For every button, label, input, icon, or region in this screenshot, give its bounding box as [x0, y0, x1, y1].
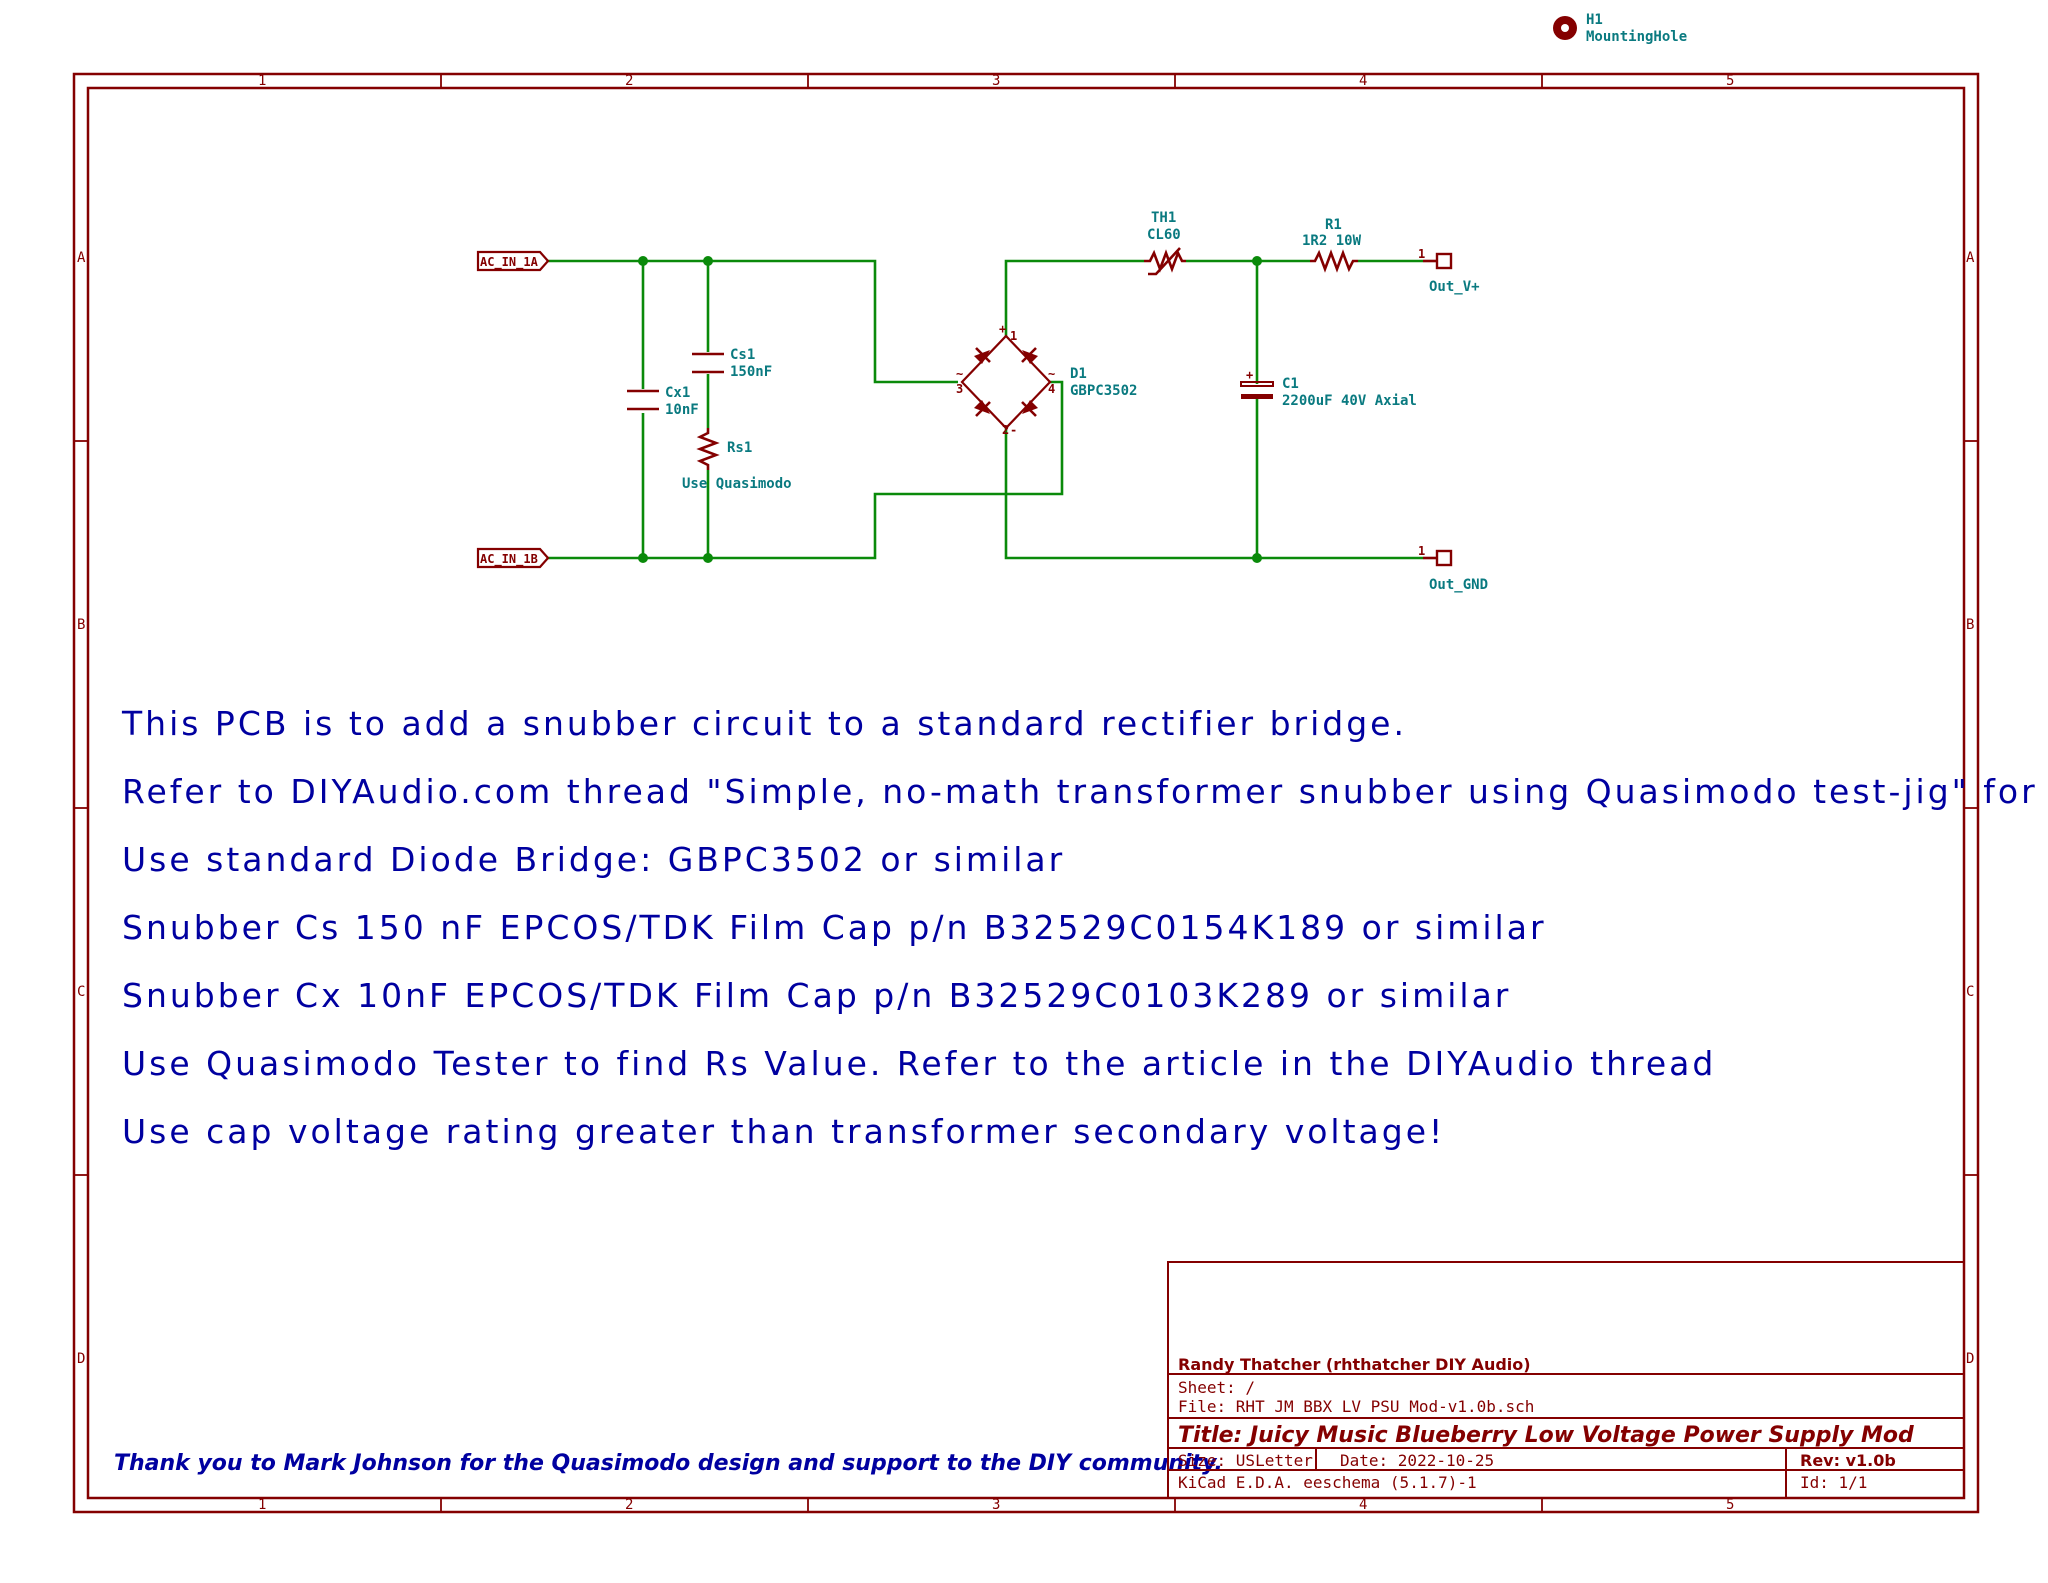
- d1-ac-left: ~: [956, 367, 963, 381]
- zone-col-2-bottom: 2: [625, 1497, 633, 1513]
- note-line: Use Quasimodo Tester to find Rs Value. R…: [122, 1044, 1716, 1083]
- d1-minus: -: [1010, 423, 1017, 437]
- r1-value: 1R2 10W: [1302, 233, 1362, 249]
- ac-in-1b-label[interactable]: AC_IN_1B: [476, 547, 550, 569]
- d1-pin-1: 1: [1010, 329, 1017, 343]
- zone-col-5-bottom: 5: [1726, 1497, 1734, 1513]
- title-block-size: Size: USLetter: [1178, 1451, 1313, 1470]
- out-v-ref: Out_V+: [1429, 279, 1480, 295]
- ac-in-1a-text: AC_IN_1A: [480, 255, 539, 270]
- title-block: Randy Thatcher (rhthatcher DIY Audio) Sh…: [1167, 1261, 1965, 1499]
- ac-in-1b-text: AC_IN_1B: [480, 552, 538, 567]
- junctions: [638, 256, 1262, 563]
- title-block-rev: Rev: v1.0b: [1800, 1451, 1896, 1470]
- mounting-hole: H1 MountingHole: [1553, 12, 1687, 45]
- zone-col-1-bottom: 1: [258, 1497, 266, 1513]
- junction-dot: [703, 553, 713, 563]
- ac-in-1a-label[interactable]: AC_IN_1A: [476, 250, 550, 272]
- thermistor-th1[interactable]: TH1 CL60: [1144, 210, 1186, 276]
- rs1-ref: Rs1: [727, 440, 752, 456]
- title-block-title: Title: Juicy Music Blueberry Low Voltage…: [1178, 1423, 1914, 1448]
- c1-plus: +: [1246, 368, 1253, 382]
- mounting-hole-value: MountingHole: [1586, 29, 1687, 45]
- d1-plus: +: [999, 322, 1006, 336]
- zone-col-3-top: 3: [992, 73, 1000, 89]
- zone-row-a-right: A: [1966, 250, 1975, 266]
- th1-ref: TH1: [1151, 210, 1176, 226]
- d1-pin-4: 4: [1048, 382, 1055, 396]
- note-line: Snubber Cs 150 nF EPCOS/TDK Film Cap p/n…: [122, 908, 1547, 947]
- connector-out-v[interactable]: 1 Out_V+: [1418, 247, 1480, 295]
- zone-row-c-right: C: [1966, 984, 1974, 1000]
- out-v-pin: 1: [1418, 247, 1425, 261]
- junction-dot: [638, 256, 648, 266]
- resistor-r1[interactable]: R1 1R2 10W: [1302, 217, 1362, 273]
- title-block-tool: KiCad E.D.A. eeschema (5.1.7)-1: [1178, 1473, 1477, 1492]
- out-gnd-pin: 1: [1418, 544, 1425, 558]
- c1-ref: C1: [1282, 376, 1299, 392]
- title-block-date: Date: 2022-10-25: [1340, 1451, 1494, 1470]
- thanks-note: Thank you to Mark Johnson for the Quasim…: [114, 1451, 1223, 1476]
- th1-value: CL60: [1147, 227, 1181, 243]
- title-block-sheet: Sheet: /: [1178, 1378, 1255, 1397]
- note-line: Refer to DIYAudio.com thread "Simple, no…: [122, 772, 2048, 811]
- cx1-ref: Cx1: [665, 385, 690, 401]
- r1-ref: R1: [1325, 217, 1342, 233]
- d1-ac-right: ~: [1048, 367, 1055, 381]
- d1-pin-2: 2: [1002, 423, 1009, 437]
- zone-col-2-top: 2: [625, 73, 633, 89]
- zone-row-b-right: B: [1966, 617, 1974, 633]
- zone-row-a-left: A: [77, 250, 86, 266]
- d1-ref: D1: [1070, 366, 1087, 382]
- note-line: Snubber Cx 10nF EPCOS/TDK Film Cap p/n B…: [122, 976, 1511, 1015]
- notes: This PCB is to add a snubber circuit to …: [121, 704, 2048, 1151]
- connector-out-gnd[interactable]: 1 Out_GND: [1418, 544, 1488, 593]
- zone-row-d-left: D: [77, 1351, 85, 1367]
- title-block-company: Randy Thatcher (rhthatcher DIY Audio): [1178, 1355, 1531, 1374]
- zone-row-c-left: C: [77, 984, 85, 1000]
- junction-dot: [638, 553, 648, 563]
- mounting-hole-ref: H1: [1586, 12, 1603, 28]
- cs1-value: 150nF: [730, 364, 772, 380]
- c1-value: 2200uF 40V Axial: [1282, 393, 1417, 409]
- zone-row-d-right: D: [1966, 1351, 1974, 1367]
- rs1-value: Use Quasimodo: [682, 476, 792, 492]
- zone-col-5-top: 5: [1726, 73, 1734, 89]
- zone-col-3-bottom: 3: [992, 1497, 1000, 1513]
- cs1-ref: Cs1: [730, 347, 755, 363]
- cx1-value: 10nF: [665, 402, 699, 418]
- sheet-frame: 1 2 3 4 5 1 2 3 4 5 A B C D A B C D: [72, 72, 1980, 1514]
- out-gnd-ref: Out_GND: [1429, 577, 1488, 593]
- zone-col-1-top: 1: [258, 73, 266, 89]
- junction-dot: [703, 256, 713, 266]
- capacitor-cs1[interactable]: Cs1 150nF: [692, 347, 772, 380]
- junction-dot: [1252, 256, 1262, 266]
- zone-row-b-left: B: [77, 617, 85, 633]
- d1-pin-3: 3: [956, 382, 963, 396]
- capacitor-c1[interactable]: + C1 2200uF 40V Axial: [1240, 368, 1417, 409]
- note-line: This PCB is to add a snubber circuit to …: [121, 704, 1407, 743]
- junction-dot: [1252, 553, 1262, 563]
- bridge-rectifier-d1[interactable]: 1 + 2 - 3 ~ 4 ~ D1 GBPC3502: [956, 322, 1137, 437]
- title-block-file: File: RHT JM BBX LV PSU Mod-v1.0b.sch: [1178, 1397, 1534, 1416]
- title-block-id: Id: 1/1: [1800, 1473, 1867, 1492]
- zone-col-4-top: 4: [1359, 73, 1367, 89]
- resistor-rs1[interactable]: Rs1 Use Quasimodo: [682, 428, 792, 492]
- note-line: Use standard Diode Bridge: GBPC3502 or s…: [122, 840, 1065, 879]
- zone-col-4-bottom: 4: [1359, 1497, 1367, 1513]
- note-line: Use cap voltage rating greater than tran…: [122, 1112, 1445, 1151]
- capacitor-cx1[interactable]: Cx1 10nF: [627, 385, 699, 418]
- d1-value: GBPC3502: [1070, 383, 1137, 399]
